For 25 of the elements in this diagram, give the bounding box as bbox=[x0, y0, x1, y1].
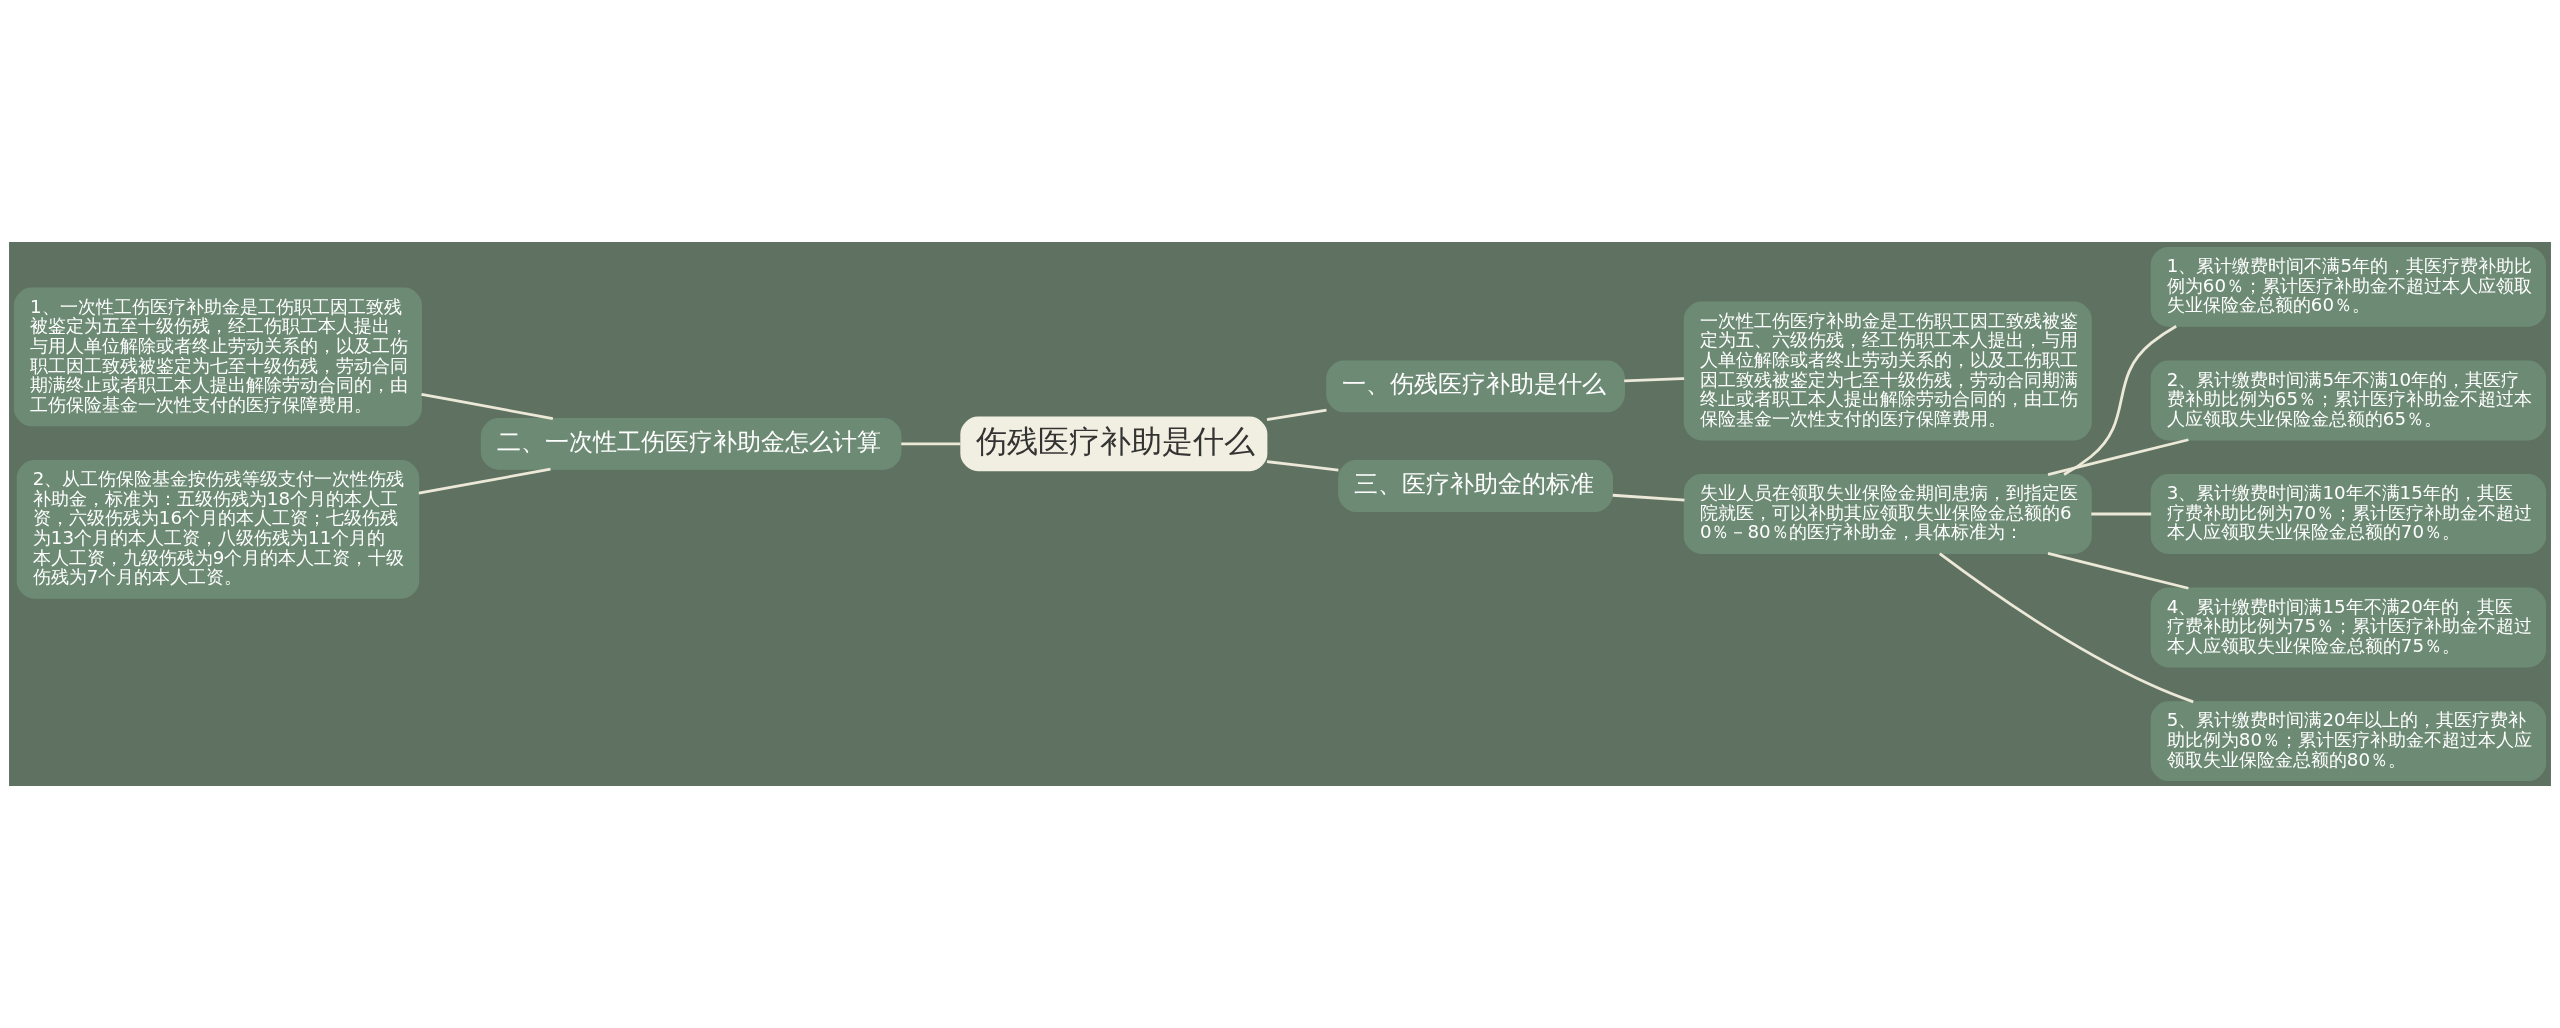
node-box: 1、累计缴费时间不满5年的，其医疗费补助比例为60％；累计医疗补助金不超过本人应领取失业保险金总额的60％。 bbox=[2150, 246, 2547, 327]
connector bbox=[1266, 408, 1327, 421]
connector bbox=[2047, 438, 2189, 476]
connector bbox=[2047, 552, 2189, 590]
node-box: 3、累计缴费时间满10年不满15年的，其医疗费补助比例为70％；累计医疗补助金不超过本人应领取失业保险金总额的70％。 bbox=[2150, 474, 2547, 554]
node-box: 伤残医疗补助是什么 bbox=[960, 416, 1268, 472]
connector bbox=[901, 442, 961, 446]
node-box: 4、累计缴费时间满15年不满20年的，其医疗费补助比例为75％；累计医疗补助金不超过本人应领取失业保险金总额的75％。 bbox=[2150, 587, 2547, 668]
node-box: 2、从工伤保险基金按伤残等级支付一次性伤残补助金，标准为：五级伤残为18个月的本人工资，六级伤残为16个月的本人工资；七级伤残为13个月的本人工资，八级伤残为11个月的本人工资，九级伤残为9个月的本人工资，十级伤残为7个月的本人工资。 bbox=[16, 460, 420, 599]
node-box: 一、伤残医疗补助是什么 bbox=[1326, 360, 1625, 413]
node-box: 失业人员在领取失业保险金期间患病，到指定医院就医，可以补助其应领取失业保险金总额的60％－80％的医疗补助金，具体标准为： bbox=[1683, 474, 2092, 554]
node-box: 1、一次性工伤医疗补助金是工伤职工因工致残被鉴定为五至十级伤残，经工伤职工本人提出，与用人单位解除或者终止劳动关系的，以及工伤职工因工致残被鉴定为七至十级伤残，劳动合同期满终止或者职工本人提出解除劳动合同的，由工伤保险基金一次性支付的医疗保障费用。 bbox=[13, 287, 422, 427]
node-box: 2、累计缴费时间满5年不满10年的，其医疗费补助比例为65％；累计医疗补助金不超过本人应领取失业保险金总额的65％。 bbox=[2150, 360, 2547, 441]
node-box: 5、累计缴费时间满20年以上的，其医疗费补助比例为80％；累计医疗补助金不超过本人应领取失业保险金总额的80％。 bbox=[2150, 701, 2547, 782]
connector bbox=[418, 467, 551, 495]
connector bbox=[2063, 325, 2177, 476]
node-box: 一次性工伤医疗补助金是工伤职工因工致残被鉴定为五、六级伤残，经工伤职工本人提出，与用人单位解除或者终止劳动关系的，以及工伤职工因工致残被鉴定为七至十级伤残，劳动合同期满终止或者职工本人提出解除劳动合同的，由工伤保险基金一次性支付的医疗保障费用。 bbox=[1683, 301, 2092, 441]
node-box: 三、医疗补助金的标准 bbox=[1338, 460, 1613, 512]
connector bbox=[1612, 493, 1685, 502]
connector bbox=[421, 392, 554, 420]
connector bbox=[2091, 512, 2152, 516]
node-box: 二、一次性工伤医疗补助金怎么计算 bbox=[480, 417, 902, 470]
connector bbox=[1938, 552, 2194, 704]
connector bbox=[1266, 460, 1339, 472]
connector bbox=[1624, 377, 1685, 383]
